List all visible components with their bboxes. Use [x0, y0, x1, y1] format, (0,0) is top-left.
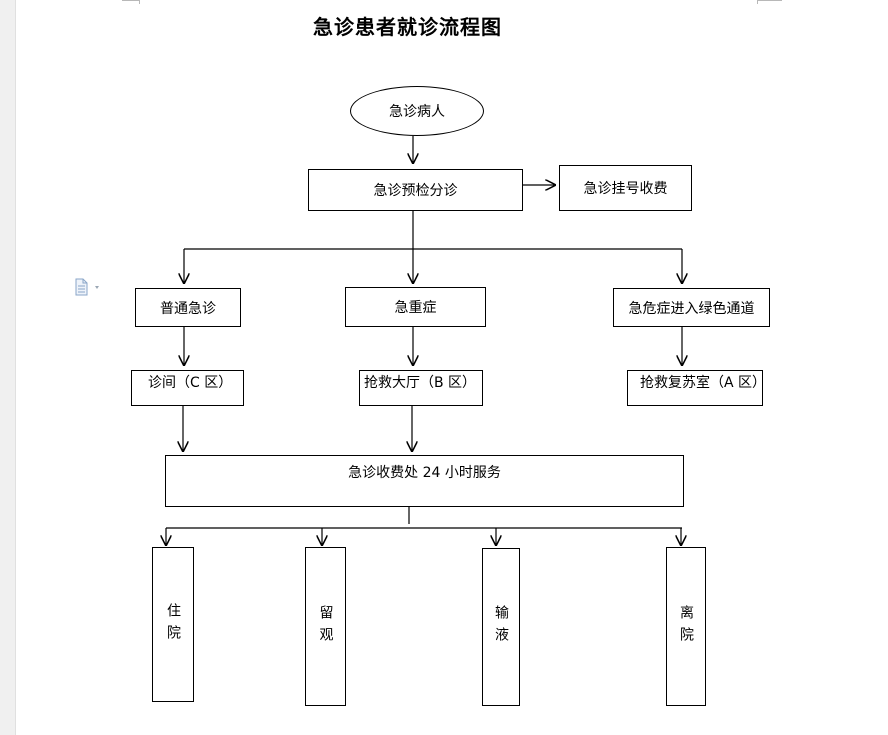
- node-discharge: 离院: [666, 547, 706, 706]
- crop-mark: [757, 0, 782, 1]
- node-label: 急重症: [394, 300, 437, 316]
- node-rescue-hall-b: 抢救大厅（B 区）: [359, 370, 483, 406]
- diagram-title: 急诊患者就诊流程图: [313, 15, 502, 39]
- node-infusion: 输液: [482, 548, 520, 706]
- node-hospitalize: 住院: [152, 547, 194, 702]
- node-label: 诊间（C 区）: [148, 375, 233, 391]
- node-label: 急危症进入绿色通道: [628, 300, 755, 317]
- chevron-down-icon: [95, 286, 99, 289]
- node-cashier-24h: 急诊收费处 24 小时服务: [165, 455, 684, 507]
- node-label: 留观: [317, 604, 334, 649]
- crop-mark: [139, 0, 140, 4]
- node-label: 急诊收费处 24 小时服务: [348, 465, 501, 481]
- node-clinic-c: 诊间（C 区）: [131, 370, 244, 406]
- node-label: 离院: [678, 604, 694, 649]
- node-label: 抢救复苏室（A 区）: [640, 375, 763, 391]
- node-label: 住院: [165, 602, 181, 647]
- page-gutter: [0, 0, 16, 735]
- crop-mark: [757, 0, 758, 4]
- node-label: 急诊挂号收费: [583, 181, 668, 197]
- node-triage: 急诊预检分诊: [308, 169, 523, 211]
- node-general-emergency: 普通急诊: [135, 288, 241, 327]
- node-label: 急诊病人: [389, 104, 445, 120]
- node-emergency-patient: 急诊病人: [350, 86, 484, 136]
- document-icon[interactable]: [75, 278, 103, 296]
- node-resus-room-a: 抢救复苏室（A 区）: [627, 370, 763, 406]
- node-registration: 急诊挂号收费: [559, 165, 692, 211]
- node-green-channel: 急危症进入绿色通道: [613, 288, 770, 327]
- crop-mark: [122, 0, 140, 1]
- node-critical: 急重症: [345, 287, 486, 327]
- node-label: 普通急诊: [160, 300, 216, 317]
- node-label: 抢救大厅（B 区）: [364, 375, 477, 391]
- node-observe: 留观: [305, 547, 346, 706]
- node-label: 急诊预检分诊: [373, 183, 458, 199]
- node-label: 输液: [493, 605, 509, 649]
